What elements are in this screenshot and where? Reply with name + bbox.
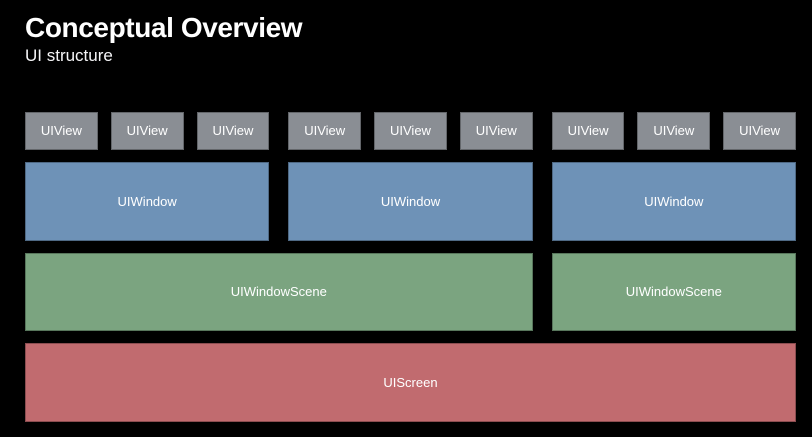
uiview-box: UIView bbox=[374, 111, 447, 150]
uiview-box: UIView bbox=[637, 111, 711, 150]
uiview-box: UIView bbox=[288, 111, 362, 150]
page-title: Conceptual Overview bbox=[25, 12, 303, 43]
uiview-box: UIView bbox=[551, 111, 625, 150]
uiwindowscene-box-2: UIWindowScene bbox=[551, 252, 796, 331]
uiwindow-box-1: UIWindow bbox=[25, 161, 270, 241]
uiscreen-box: UIScreen bbox=[25, 342, 796, 422]
uiwindowscene-box-1: UIWindowScene bbox=[25, 252, 533, 331]
uiview-box: UIView bbox=[110, 111, 184, 150]
uiview-group-3: UIView UIView UIView bbox=[551, 111, 796, 150]
page-subtitle: UI structure bbox=[25, 46, 113, 66]
uiview-group-2: UIView UIView UIView bbox=[288, 111, 533, 150]
ui-structure-diagram: UIView UIView UIView UIView UIView UIVie… bbox=[25, 111, 796, 422]
uiview-box: UIView bbox=[723, 111, 796, 150]
uiview-box: UIView bbox=[25, 111, 98, 150]
uiview-box: UIView bbox=[196, 111, 270, 150]
uiwindow-box-3: UIWindow bbox=[551, 161, 796, 241]
uiview-group-1: UIView UIView UIView bbox=[25, 111, 270, 150]
uiview-box: UIView bbox=[459, 111, 533, 150]
uiwindow-box-2: UIWindow bbox=[288, 161, 533, 241]
slide-header: Conceptual Overview UI structure bbox=[0, 0, 812, 67]
